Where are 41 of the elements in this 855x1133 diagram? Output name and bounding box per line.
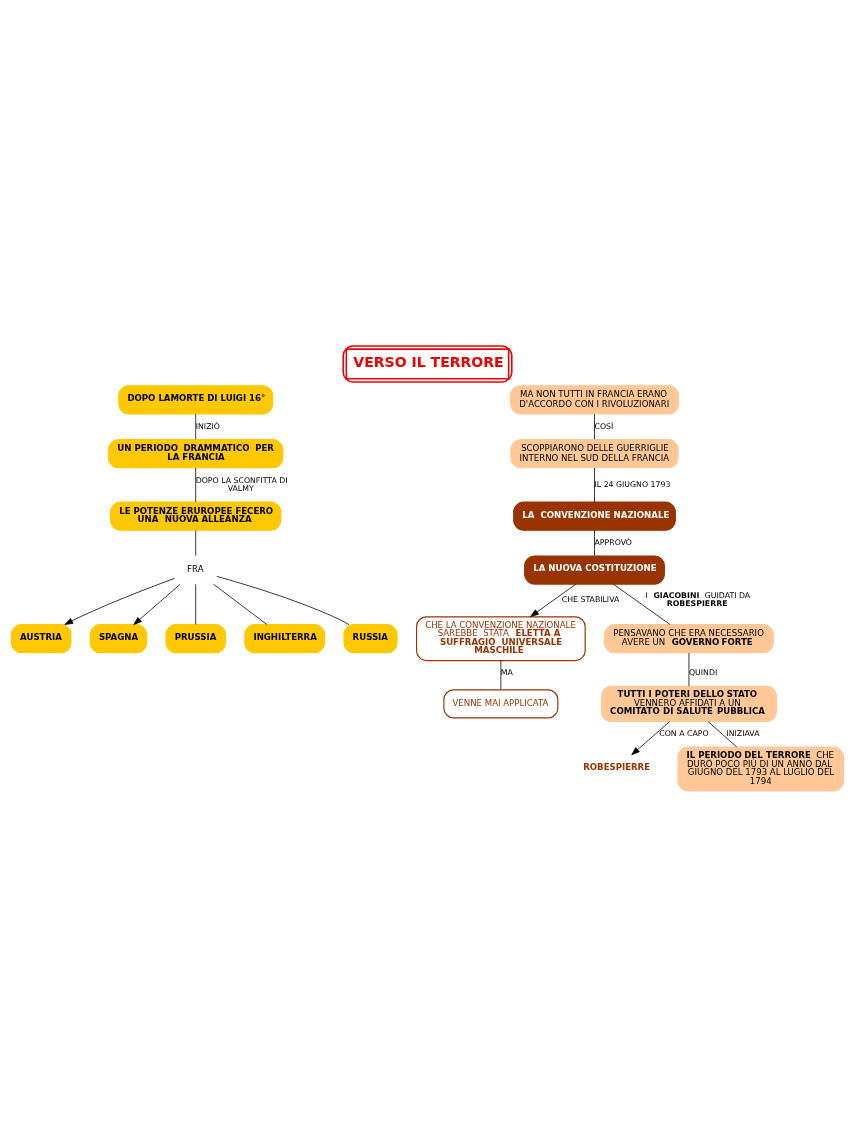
node-box: IL PERIODO DEL TERRORE CHE DURÒ POCO PIÙ DI UN ANNO DAL GIUGNO DEL 1793 AL LUGLIO DEL 1794: [677, 746, 845, 792]
arrow: [64, 578, 175, 625]
node-box: CHE LA CONVENZIONE NAZIONALE SAREBBE STATA ELETTA A SUFFRAGIO UNIVERSALE MASCHILE: [416, 616, 586, 662]
node-box: LE POTENZE ERUROPEE FECERO UNA NUOVA ALLEANZA: [110, 501, 282, 531]
node-box: PENSAVANO CHE ERA NECESSARIO AVERE UN GOVERNO FORTE: [604, 624, 774, 654]
node-box: TUTTI I POTERI DELLO STATO VENNERO AFFIDATI A UN COMITATO DI SALUTE PUBBLICA: [600, 685, 777, 722]
edge-label: INIZIÒ: [195, 421, 220, 431]
node-text: FRA: [187, 564, 204, 575]
connector: [594, 530, 595, 556]
connector: [213, 583, 268, 625]
arrow: [133, 584, 181, 625]
edge-label: CON A CAPO: [659, 729, 709, 739]
node-box: DOPO LAMORTE DI LUIGI 16°: [118, 385, 274, 415]
edge-label: IL 24 GIUGNO 1793: [594, 479, 671, 489]
diagram-title: VERSO IL TERRORE: [353, 353, 504, 370]
edge-label: CHE STABILIVA: [561, 595, 620, 605]
node-box: PRUSSIA: [165, 624, 226, 654]
edge-label: INIZIAVA: [726, 729, 760, 739]
node-box: RUSSIA: [343, 624, 398, 654]
node-box: SCOPPIARONO DELLE GUERRIGLIE INTERNO NEL SUD DELLA FRANCIA: [510, 439, 679, 469]
node-box: AUSTRIA: [10, 624, 72, 654]
node-box: UN PERIODO DRAMMATICO PER LA FRANCIA: [108, 439, 284, 469]
edge-label: COSÌ: [594, 421, 614, 431]
arrow: [631, 721, 670, 756]
node-box: INGHILTERRA: [244, 624, 326, 654]
node-text: ROBESPIERRE: [583, 762, 651, 773]
connector: [216, 576, 350, 625]
edge-label: QUINDI: [688, 668, 718, 678]
edge-label: I GIACOBINI GUIDATI DA ROBESPIERRE: [645, 591, 751, 608]
arrow: [530, 583, 577, 617]
edge-label: DOPO LA SCONFITTA DI VALMY: [195, 475, 288, 494]
connector: [707, 721, 738, 748]
connector: [594, 413, 595, 440]
node-box: VENNE MAI APPLICATA: [443, 689, 559, 719]
connector: [594, 467, 595, 503]
node-box: MA NON TUTTI IN FRANCIA ERANO D'ACCORDO CON I RIVOLUZIONARI: [510, 385, 679, 415]
node-box: LA CONVENZIONE NAZIONALE: [513, 501, 676, 531]
connector: [613, 583, 671, 625]
node-box: LA NUOVA COSTITUZIONE: [524, 555, 665, 585]
node-box: SPAGNA: [89, 624, 148, 654]
edge-label: MA: [500, 668, 513, 678]
